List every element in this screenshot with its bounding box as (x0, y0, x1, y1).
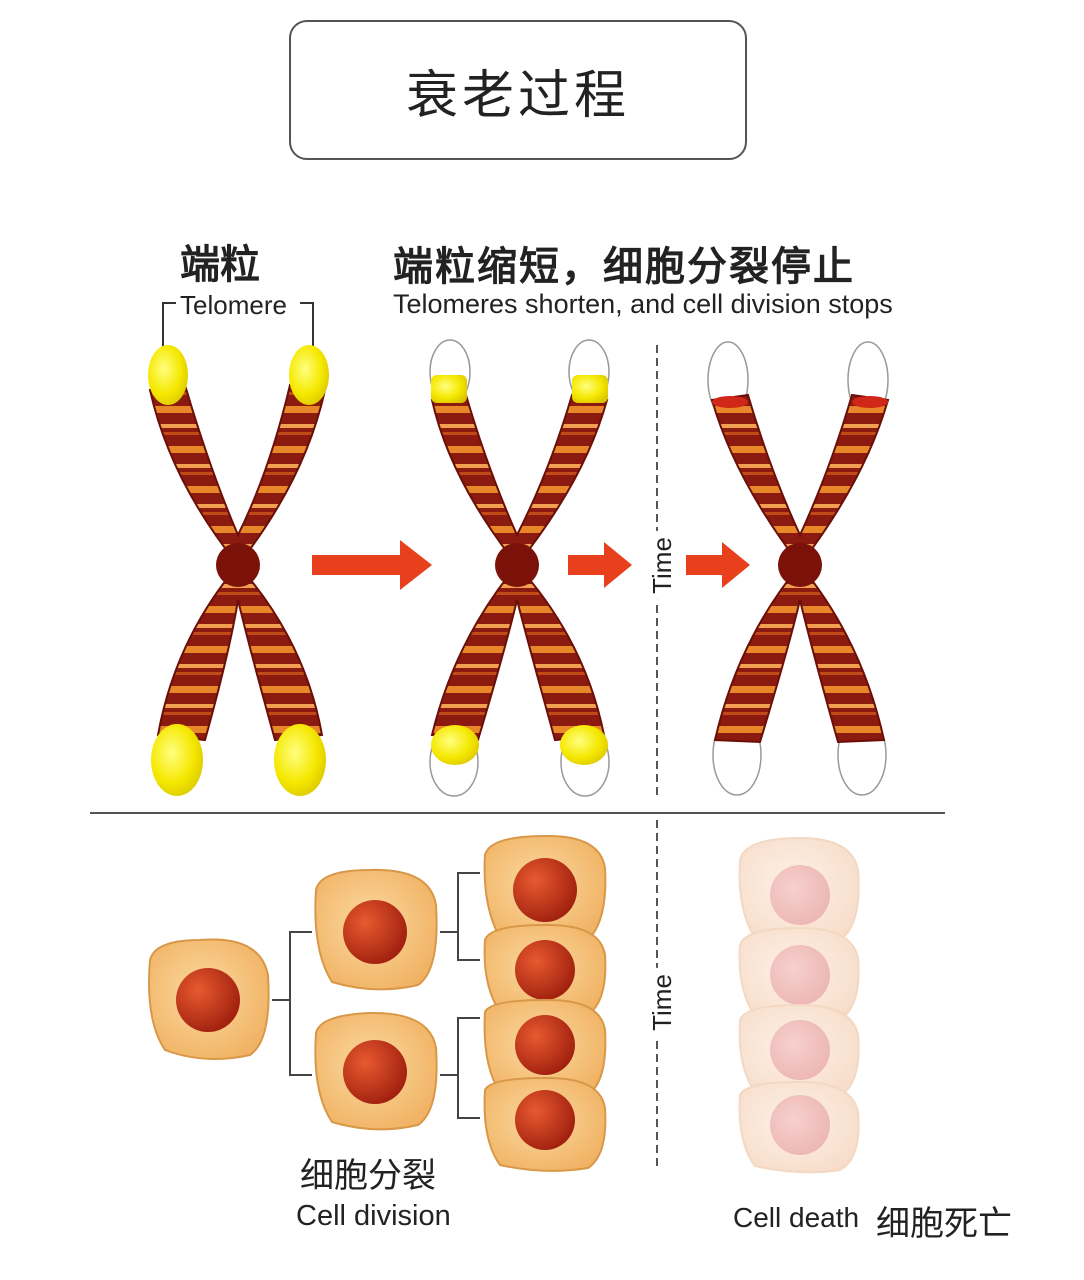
chromosome-no-telomeres (707, 341, 890, 796)
time-label-top: Time (644, 531, 680, 600)
cell (148, 938, 270, 1060)
telomere-bracket (162, 302, 314, 352)
cell (483, 834, 607, 945)
nucleus (343, 1040, 407, 1104)
shorten-label-cn: 端粒缩短，细胞分裂停止 (393, 243, 855, 290)
division-brackets (272, 872, 480, 1119)
nucleus (176, 968, 240, 1032)
cell-death-label-en: Cell death (733, 1202, 860, 1233)
centromere (216, 543, 260, 587)
arrow-right-icon (568, 542, 632, 588)
nucleus (513, 858, 577, 922)
dead-cell (738, 836, 860, 945)
nucleus (515, 1015, 575, 1075)
centromere (495, 543, 539, 587)
cell (314, 1011, 438, 1131)
telomere-cap (151, 724, 203, 796)
cell-division-label-en: Cell division (296, 1200, 451, 1232)
nucleus (515, 1090, 575, 1150)
chromosome-shortened-telomeres (429, 339, 610, 797)
cell (314, 868, 438, 991)
dead-cell (738, 1080, 860, 1174)
cell-death-label-cn: 细胞死亡 (876, 1204, 1012, 1244)
nucleus (515, 940, 575, 1000)
centromere (778, 543, 822, 587)
telomere-cap (289, 345, 329, 405)
page-title: 衰老过程 (405, 65, 630, 126)
arrow-right-icon (312, 540, 432, 590)
cell (483, 923, 607, 1019)
dead-cell (738, 1003, 860, 1100)
cell-division-label-cn: 细胞分裂 (300, 1156, 436, 1196)
cell (483, 1076, 607, 1172)
chromosome-full-telomeres (148, 345, 329, 796)
telomere-cap (148, 345, 188, 405)
title-box: 衰老过程 (289, 20, 747, 160)
nucleus (343, 900, 407, 964)
telomere-label-cn: 端粒 (180, 241, 260, 288)
arrow-right-icon (686, 542, 750, 588)
telomere-label-en: Telomere (180, 290, 287, 320)
cell (483, 998, 607, 1099)
telomere-cap (274, 724, 326, 796)
shorten-label-en: Telomeres shorten, and cell division sto… (393, 289, 893, 319)
time-label-bottom: Time (644, 968, 680, 1037)
